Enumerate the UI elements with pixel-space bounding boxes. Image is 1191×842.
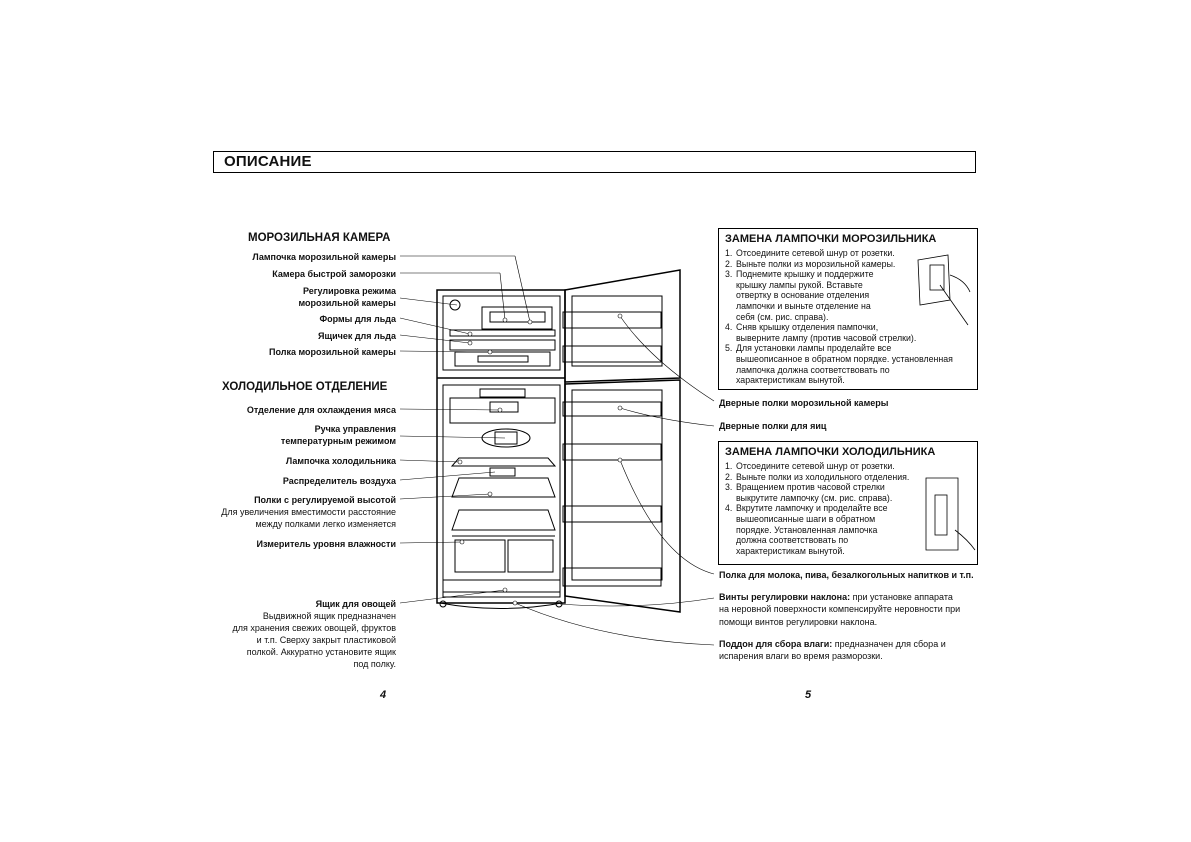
label-freezer-door-shelves: Дверные полки морозильной камеры (719, 398, 889, 408)
label-air-distributor: Распределитель воздуха (282, 476, 396, 486)
label-milk-shelf: Полка для молока, пива, безалкогольных н… (719, 570, 974, 580)
step-line: лампочки и выньте отделение на (736, 300, 871, 311)
step-line: 4.Вкрутите лампочку и проделайте все (725, 503, 888, 514)
freezer-heading: МОРОЗИЛЬНАЯ КАМЕРА (248, 232, 391, 244)
page-title-box: ОПИСАНИЕ (213, 151, 976, 173)
label-freezer-lamp: Лампочка морозильной камеры (252, 252, 396, 262)
fridge-lamp-steps: 1.Отсоедините сетевой шнур от розетки. 2… (725, 461, 909, 556)
step-line: 5.Для установки лампы проделайте все (725, 343, 892, 354)
step-line: порядке. Установленная лампочка (736, 524, 878, 535)
step-line: крышку лампы рукой. Вставьте (736, 279, 863, 290)
label-meat-chiller: Отделение для охлаждения мяса (246, 405, 396, 415)
page-number-left: 4 (380, 689, 387, 701)
label-humidity: Измеритель уровня влажности (256, 539, 396, 549)
step-line: должна соответствовать по (736, 535, 849, 546)
fridge-lamp-title: ЗАМЕНА ЛАМПОЧКИ ХОЛОДИЛЬНИКА (725, 446, 936, 458)
step-line: вышеописанные шаги в обратном (736, 513, 876, 524)
step-line: 4.Сняв крышку отделения пампочки, (725, 322, 879, 333)
tray-title: Поддон для сбора влаги: (719, 639, 833, 649)
step-line: лампочка должна соответствовать по (736, 364, 890, 375)
label-freezer-shelf: Полка морозильной камеры (269, 347, 396, 357)
page-title: ОПИСАНИЕ (224, 153, 312, 170)
freezer-lamp-title: ЗАМЕНА ЛАМПОЧКИ МОРОЗИЛЬНИКА (725, 233, 937, 245)
step-line: 3.Поднемите крышку и поддержите (725, 269, 874, 280)
step-line: себя (см. рис. справа). (736, 311, 829, 322)
label-temp-control-1: Ручка управления (314, 424, 396, 434)
step-line: выкрутите лампочку (см. рис. справа). (736, 492, 893, 503)
label-ice-trays: Формы для льда (319, 314, 396, 324)
step-line: характеристикам вынутой. (736, 545, 845, 556)
fridge-heading: ХОЛОДИЛЬНОЕ ОТДЕЛЕНИЕ (222, 381, 388, 393)
step-line: отвертку в основание отделения (736, 290, 870, 301)
drawer-note: Выдвижной ящик предназначен для хранения… (232, 611, 396, 669)
screws-title: Винты регулировки наклона: (719, 592, 851, 602)
label-freezer-control-2: морозильной камеры (298, 298, 397, 308)
tray-description: Поддон для сбора влаги: предназначен для… (719, 639, 946, 662)
step-line: 2.Выньте полки из морозильной камеры. (725, 258, 896, 269)
step-line: 1.Отсоедините сетевой шнур от розетки. (725, 461, 895, 471)
step-line: 2.Выньте полки из холодильного отделения… (725, 471, 910, 482)
label-ice-box: Ящичек для льда (318, 331, 396, 341)
step-line: 3.Вращением против часовой стрелки (725, 482, 885, 493)
freezer-lamp-figure (917, 254, 971, 326)
fridge-lamp-box: ЗАМЕНА ЛАМПОЧКИ ХОЛОДИЛЬНИКА 1.Отсоедини… (718, 441, 978, 565)
label-fridge-lamp: Лампочка холодильника (285, 456, 396, 466)
fridge-lamp-figure (925, 477, 976, 551)
screws-description: Винты регулировки наклона: при установке… (719, 592, 961, 627)
step-line: характеристикам вынутой. (736, 375, 845, 386)
freezer-lamp-steps: 1.Отсоедините сетевой шнур от розетки. 2… (725, 248, 953, 386)
label-temp-control-2: температурным режимом (280, 436, 396, 446)
label-adjustable-shelves: Полки с регулируемой высотой (254, 495, 396, 505)
step-line: 1.Отсоедините сетевой шнур от розетки. (725, 248, 895, 258)
step-line: выверните лампу (против часовой стрелки)… (736, 332, 917, 343)
label-egg-shelves: Дверные полки для яиц (719, 421, 827, 431)
shelf-note: Для увеличения вместимости расстояние ме… (221, 507, 396, 529)
freezer-lamp-box: ЗАМЕНА ЛАМПОЧКИ МОРОЗИЛЬНИКА 1.Отсоедини… (718, 228, 978, 390)
step-line: вышеописанное в обратном порядке. устано… (736, 353, 953, 364)
label-vegetable-drawer: Ящик для овощей (315, 599, 396, 609)
label-freezer-control-1: Регулировка режима (302, 286, 396, 296)
label-quick-freeze: Камера быстрой заморозки (272, 269, 396, 279)
page-number-right: 5 (805, 689, 812, 701)
